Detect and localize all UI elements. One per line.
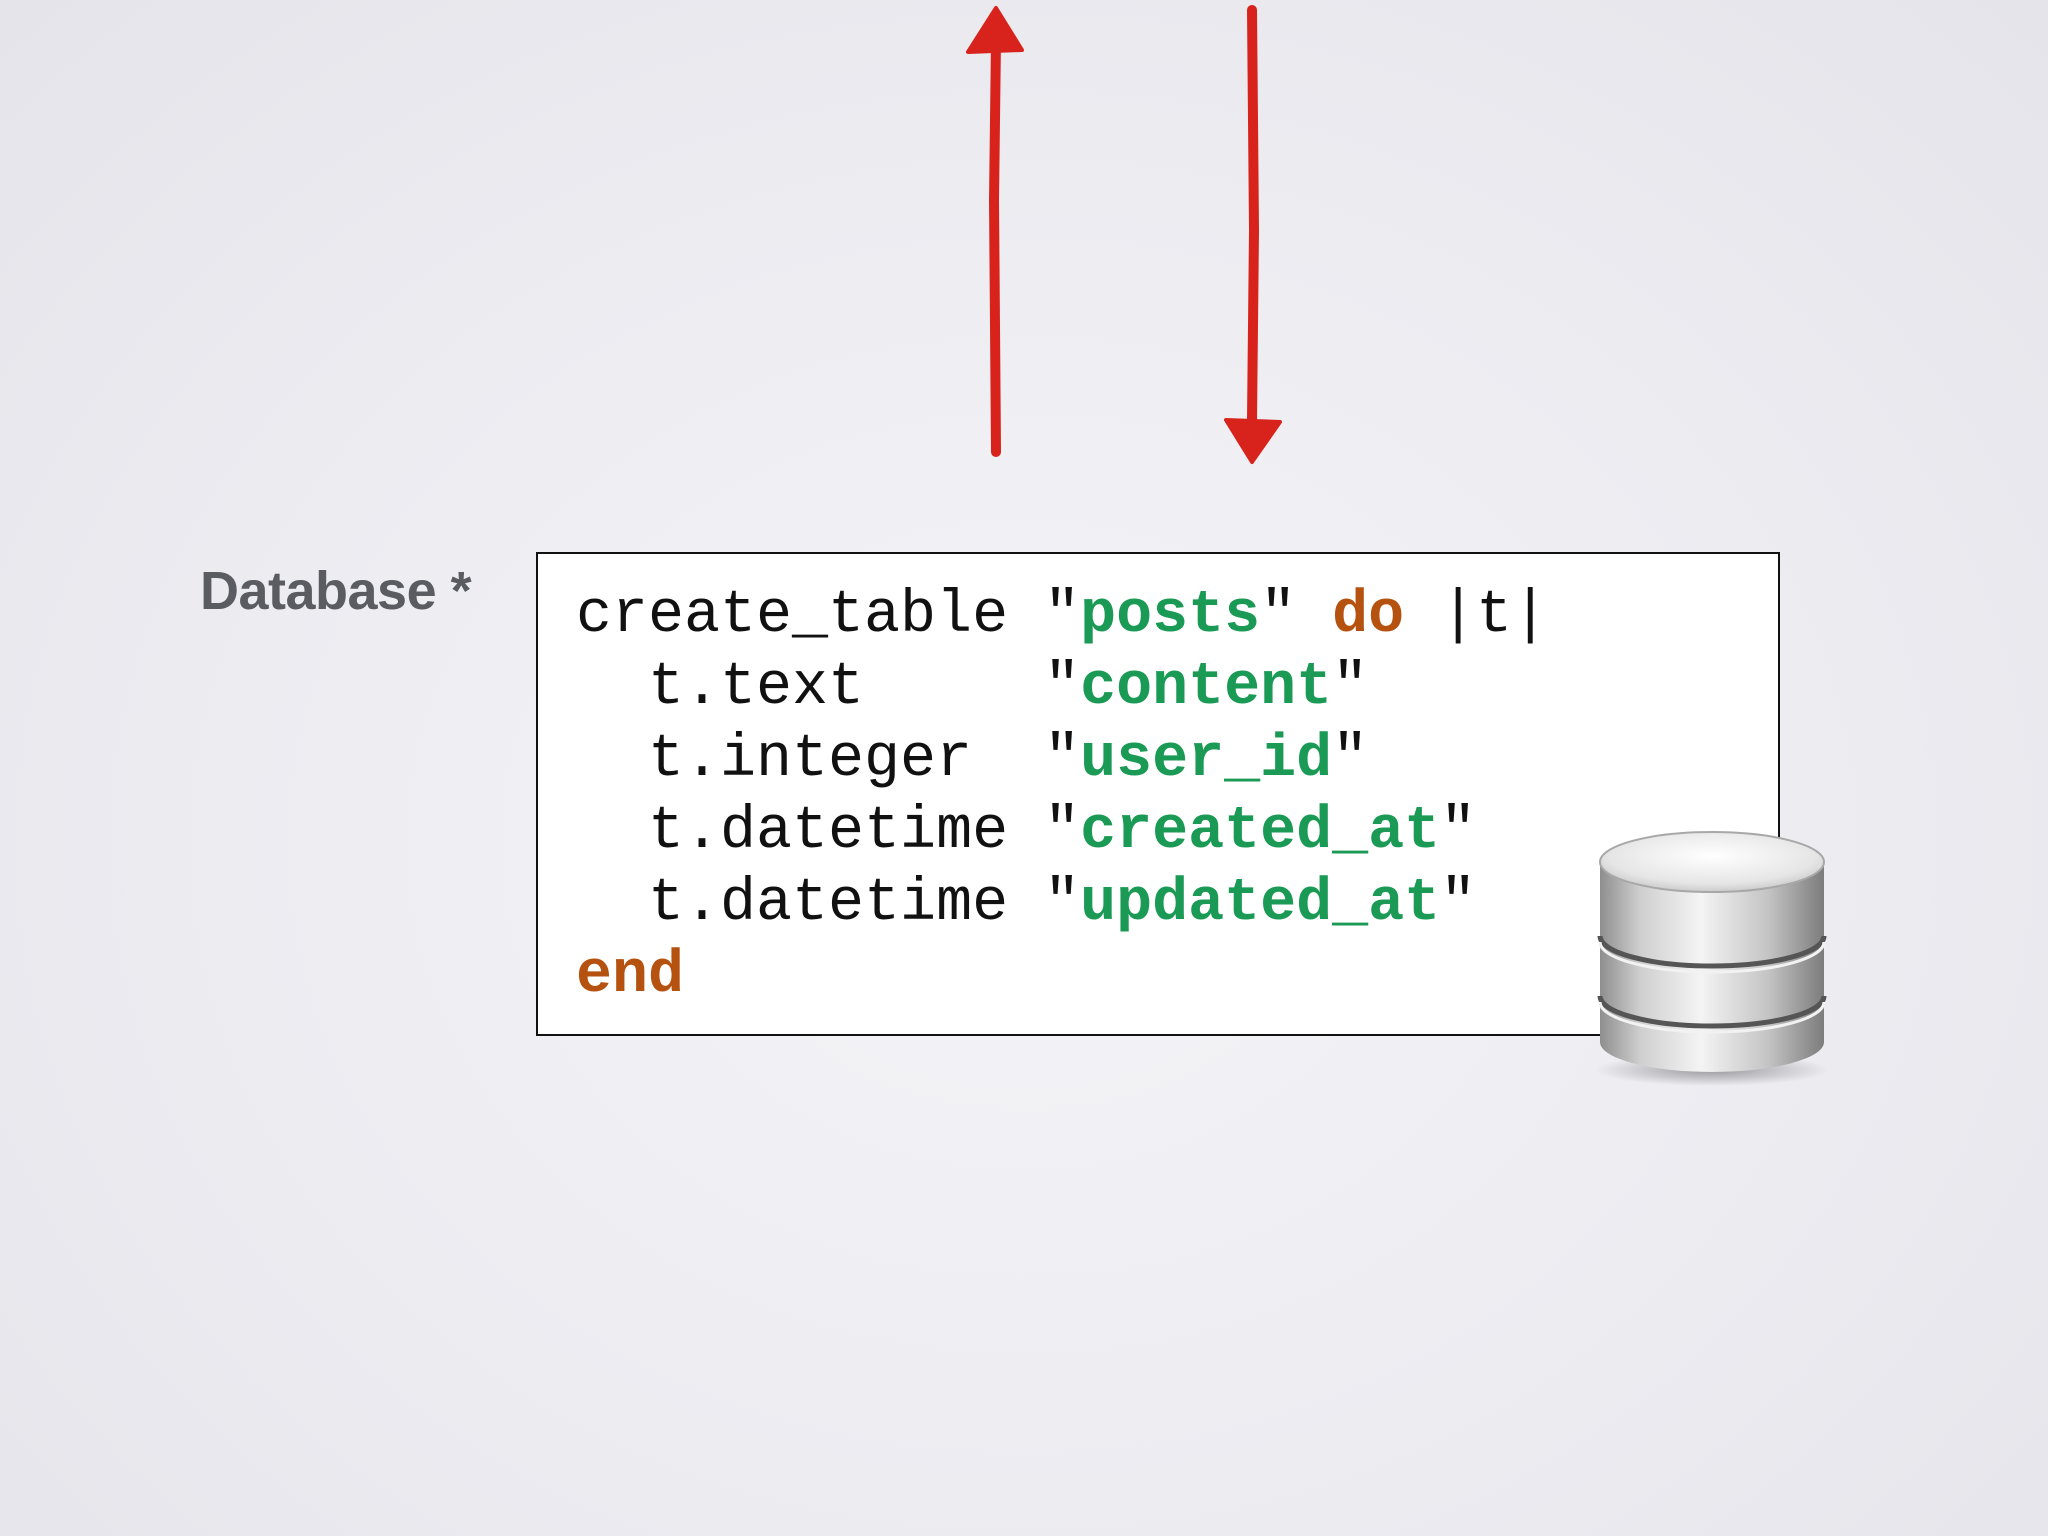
block-argument: |t| [1404,582,1549,650]
table-name-string: "posts" [1044,582,1297,650]
arrow-up-icon [966,6,1024,457]
code-line-create-table: create_table "posts" do |t| [576,580,1778,652]
column-name-string: "updated_at" [1044,870,1477,938]
database-label: Database * [200,561,472,621]
create-table-call: create_table [576,582,1045,650]
arrow-down-icon [1224,5,1282,464]
code-line-column: t.datetime "updated_at" [576,868,1778,940]
column-name-string: "user_id" [1044,726,1369,794]
do-keyword: do [1332,582,1405,650]
column-name-string: "created_at" [1044,798,1477,866]
code-line-column: t.datetime "created_at" [576,796,1778,868]
end-keyword: end [576,942,685,1010]
database-icon [1594,831,1830,1086]
column-type: t.datetime [648,798,1045,866]
schema-code-block: create_table "posts" do |t| t.text "cont… [536,552,1780,1036]
code-line-end: end [576,940,1778,1012]
code-line-column: t.integer "user_id" [576,724,1778,796]
column-type: t.text [648,654,1045,722]
column-name-string: "content" [1044,654,1369,722]
column-type: t.datetime [648,870,1045,938]
request-response-arrows [966,5,1282,464]
column-type: t.integer [648,726,1045,794]
code-line-column: t.text "content" [576,652,1778,724]
